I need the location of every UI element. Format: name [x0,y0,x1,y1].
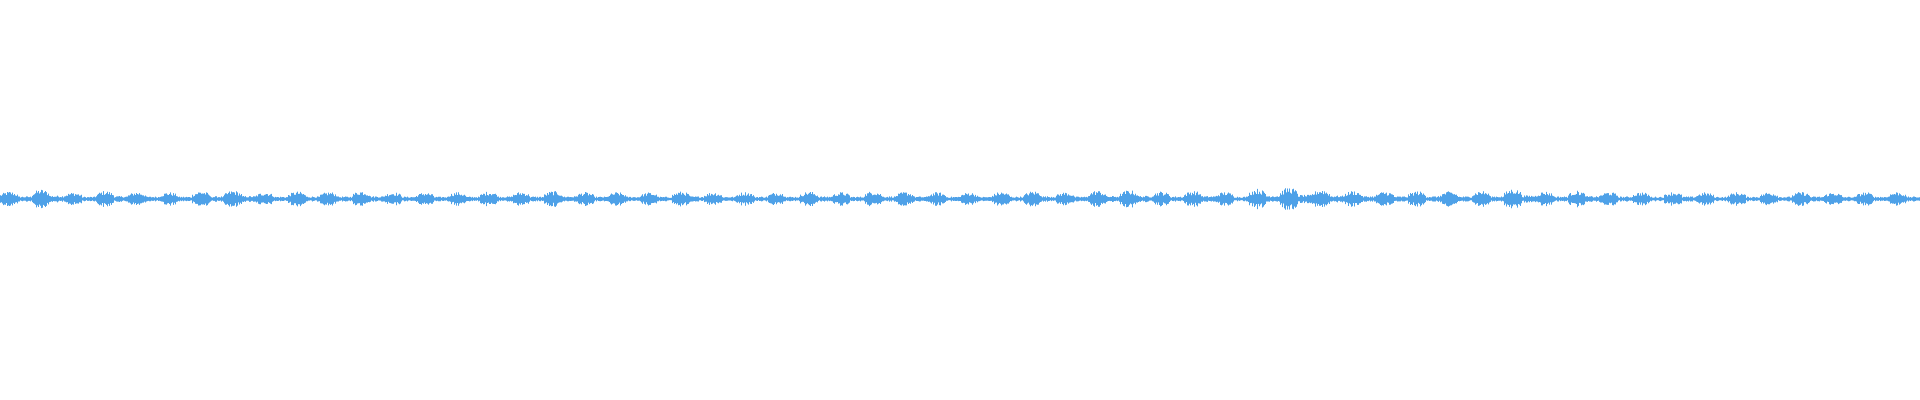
waveform-bars [0,188,1920,210]
